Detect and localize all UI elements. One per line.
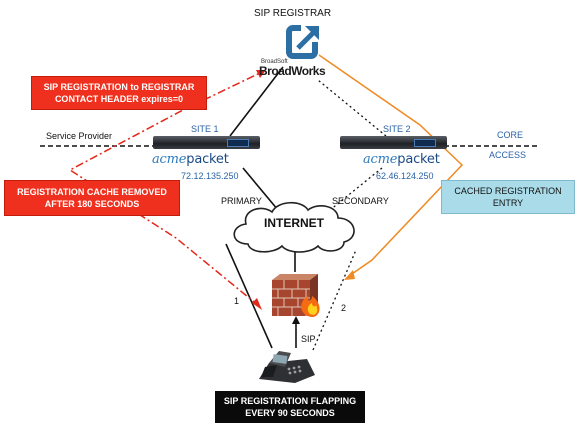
cached-registration-note: CACHED REGISTRATION ENTRY — [441, 180, 575, 214]
secondary-label: SECONDARY — [332, 196, 389, 206]
broadworks-logo — [283, 24, 321, 64]
cloud-icon — [233, 201, 355, 253]
internet-label: INTERNET — [264, 216, 324, 230]
access-label: ACCESS — [489, 150, 527, 160]
registration-red-path — [68, 71, 263, 307]
broadworks-brand-large: BroadWorks — [259, 64, 326, 78]
registration-red-arrowhead-top — [256, 70, 266, 78]
primary-link — [242, 167, 279, 211]
cached-orange-arrowhead — [344, 270, 355, 280]
site1-ip: 72.12.135.250 — [181, 171, 239, 181]
sip-label: SIP — [301, 334, 316, 344]
firewall-icon — [268, 272, 326, 318]
site2-sbc-appliance — [340, 136, 447, 149]
site2-name: SITE 2 — [383, 124, 411, 134]
ip-phone-icon — [255, 345, 317, 385]
path2-line — [312, 249, 357, 351]
broadworks-brand-small: BroadSoft — [261, 59, 288, 65]
path1-line — [225, 243, 273, 349]
site2-ip: 62.46.124.250 — [376, 171, 434, 181]
sip-registration-note: SIP REGISTRATION to REGISTRAR CONTACT HE… — [31, 76, 207, 110]
path2-label: 2 — [341, 303, 347, 313]
registrar-title: SIP REGISTRAR — [254, 8, 332, 19]
site1-registrar-link — [229, 66, 284, 137]
core-label: CORE — [497, 130, 524, 140]
primary-label: PRIMARY — [221, 196, 262, 206]
secondary-link — [329, 167, 383, 211]
phone-firewall-arrowhead — [292, 316, 300, 324]
cached-orange-path — [318, 54, 464, 277]
path1-label: 1 — [234, 296, 240, 306]
site1-name: SITE 1 — [191, 124, 219, 134]
site2-acme-packet-logo: acmepacket — [363, 152, 440, 167]
cache-removed-note: REGISTRATION CACHE REMOVED AFTER 180 SEC… — [4, 180, 180, 216]
registration-red-arrowhead-bottom — [252, 298, 262, 310]
site1-sbc-appliance — [153, 136, 260, 149]
flapping-note: SIP REGISTRATION FLAPPING EVERY 90 SECON… — [215, 391, 365, 423]
service-provider-label: Service Provider — [46, 131, 113, 141]
site1-acme-packet-logo: acmepacket — [152, 152, 229, 167]
site2-registrar-link — [317, 79, 387, 137]
